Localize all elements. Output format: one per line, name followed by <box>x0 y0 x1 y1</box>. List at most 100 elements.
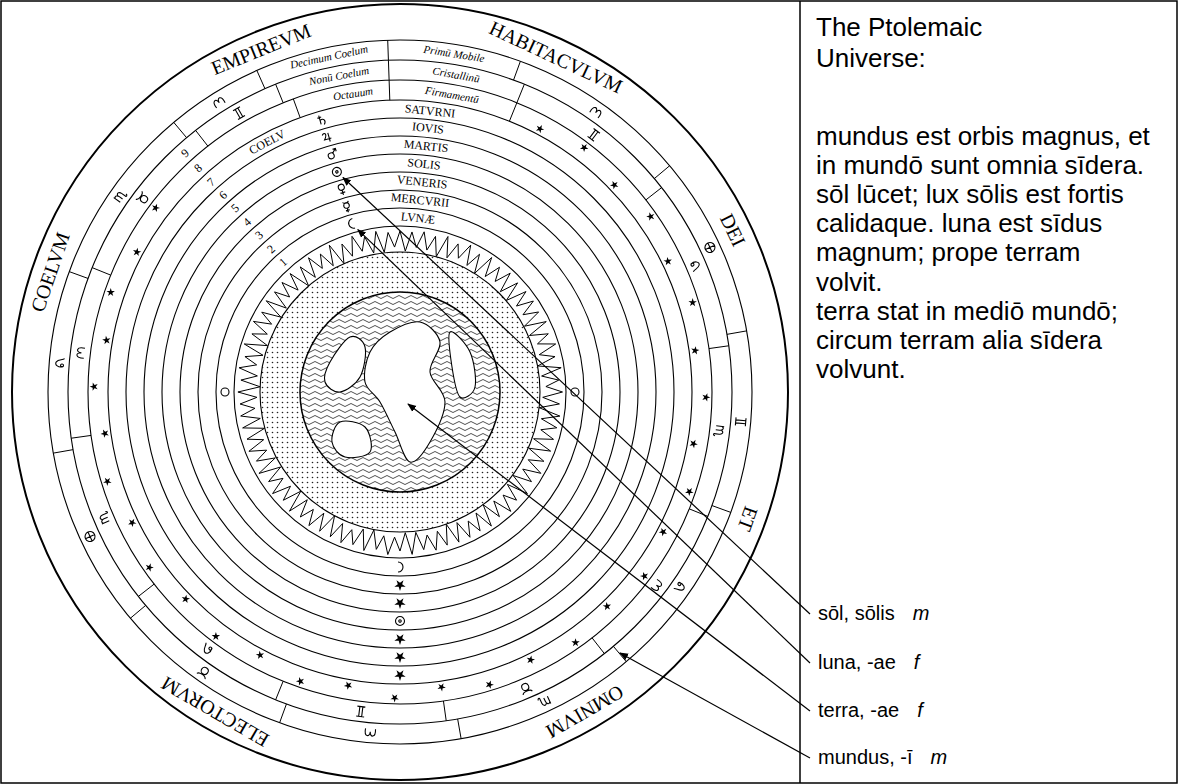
star <box>601 601 613 613</box>
planet-symbol <box>331 166 342 177</box>
planet-symbol <box>327 148 338 159</box>
star <box>437 683 446 692</box>
sphere-inscription: DEI <box>716 210 749 249</box>
sphere-name: Octauum <box>332 85 374 102</box>
vocab-label: sōl, sōlis <box>818 602 895 625</box>
zodiac-sign <box>588 128 600 141</box>
zodiac-sign <box>197 665 211 679</box>
earth-centre <box>238 231 563 555</box>
sphere-inscription: COELVM <box>27 229 73 314</box>
star <box>645 210 656 221</box>
planet-symbol <box>343 201 352 213</box>
zodiac-sign <box>703 241 716 254</box>
planet-name: MERCVRII <box>390 191 450 209</box>
sphere-ring <box>12 4 788 780</box>
sphere-number: 5 <box>228 202 240 215</box>
sphere-ring <box>162 154 638 630</box>
sphere-number: 8 <box>192 161 204 174</box>
star <box>609 179 621 191</box>
compartment-divider <box>654 166 669 179</box>
sphere-ring <box>48 40 752 744</box>
zodiac-sign <box>213 97 225 109</box>
sphere-number: 6 <box>216 189 228 202</box>
compartment-divider <box>293 99 300 118</box>
zodiac-sign <box>201 643 213 655</box>
compartment-divider <box>389 80 391 100</box>
sphere-number: 4 <box>241 215 253 228</box>
zodiac-sign <box>77 347 85 358</box>
star <box>685 486 695 497</box>
star <box>663 256 674 267</box>
star <box>343 681 353 690</box>
vocab-label: terra, -ae <box>818 699 899 722</box>
compartment-divider <box>69 272 88 279</box>
fire-sphere <box>238 231 563 555</box>
land-mass <box>449 332 476 398</box>
compartment-divider <box>443 701 446 721</box>
zodiac-sign <box>356 706 365 717</box>
sphere-number: 1 <box>277 255 289 268</box>
sphere-ring <box>126 118 674 666</box>
sphere-name: COELV <box>247 128 287 157</box>
zodiac-sign <box>114 189 128 203</box>
star <box>691 346 700 355</box>
sphere-ring <box>68 60 732 724</box>
zodiac-sign <box>674 581 686 593</box>
star <box>535 123 546 134</box>
star <box>394 580 405 591</box>
sphere-name: Firmamentū <box>425 84 480 104</box>
planet-symbol <box>317 114 326 125</box>
sphere-name: Nonū Coelum <box>308 65 370 87</box>
compartment-divider <box>257 70 265 88</box>
planet-symbol <box>322 132 332 143</box>
compartment-divider <box>71 435 91 438</box>
sphere-ring <box>198 190 602 594</box>
planet-name: SATVRNI <box>404 102 456 119</box>
star <box>295 677 306 687</box>
zodiac-sign <box>55 358 64 367</box>
land-mass <box>364 322 445 462</box>
sphere-ring <box>234 226 566 558</box>
star <box>254 650 265 661</box>
zodiac-sign <box>519 682 532 695</box>
zodiac-sign <box>735 417 746 426</box>
star <box>394 634 405 645</box>
planet-symbol <box>348 218 356 229</box>
planet-name: LVNÆ <box>401 210 436 226</box>
gender-label: f <box>917 699 923 722</box>
vocab-label: luna, -ae <box>818 651 896 674</box>
zodiac-sign <box>365 728 376 736</box>
star <box>131 246 142 257</box>
compartment-divider <box>53 450 73 453</box>
land-mass <box>324 336 365 392</box>
star <box>210 631 222 642</box>
gender-label: f <box>914 651 920 674</box>
compartment-divider <box>276 84 283 103</box>
sphere-ring <box>216 208 584 576</box>
sphere-name: Cristallinū <box>431 65 480 84</box>
compartment-divider <box>712 506 731 513</box>
star <box>126 517 137 528</box>
compartment-divider <box>387 40 389 60</box>
star <box>394 670 405 681</box>
water-sphere <box>300 292 500 492</box>
column-divider <box>799 1 801 783</box>
air-sphere <box>260 252 540 532</box>
star <box>150 202 161 214</box>
leader-line <box>620 653 810 758</box>
latin-text: terra stat in mediō mundō; circum terram… <box>816 297 1152 384</box>
star <box>525 655 536 666</box>
planet-symbol <box>221 388 229 396</box>
sphere-name: Primū Mobile <box>422 44 484 64</box>
leader-line <box>358 230 810 663</box>
compartment-divider <box>509 103 516 122</box>
leader-line <box>343 178 810 615</box>
land-mass <box>332 421 371 458</box>
compartment-divider <box>92 268 111 275</box>
sphere-ring <box>88 80 712 704</box>
sphere-ring <box>180 172 620 612</box>
star <box>639 571 650 583</box>
zodiac-sign <box>233 107 245 120</box>
compartment-divider <box>130 605 145 618</box>
